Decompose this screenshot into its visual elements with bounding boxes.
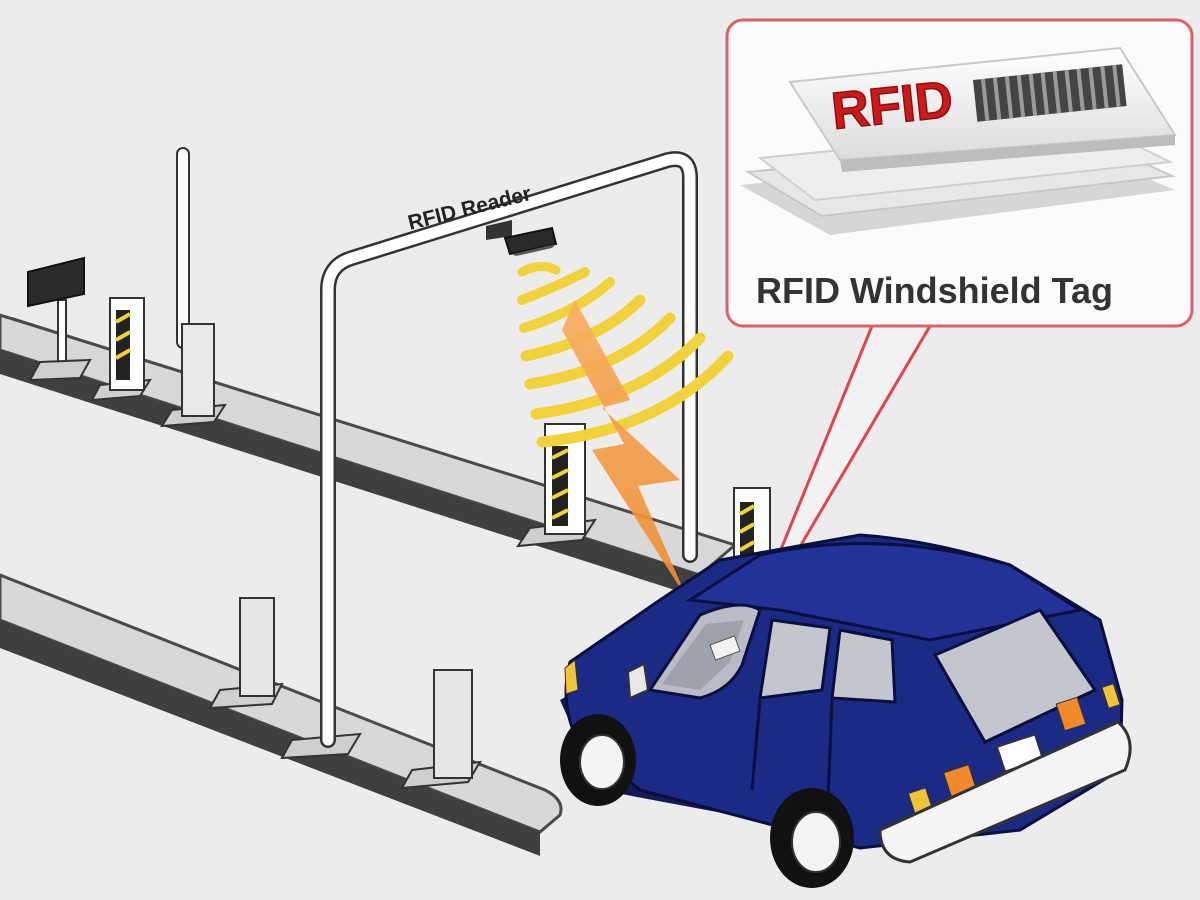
lower-post-1 [208, 597, 284, 710]
booth-post-1 [90, 297, 152, 402]
lower-post-2 [400, 669, 482, 790]
rfid-reader-icon [486, 220, 558, 256]
tag-print-text: RFID [829, 71, 956, 141]
windshield-tag-icon: RFID [740, 46, 1177, 235]
tag-title: RFID Windshield Tag [756, 270, 1113, 311]
lane-sign [27, 256, 92, 382]
booth-post-2 [160, 323, 227, 428]
tag-barcode [973, 64, 1127, 122]
lower-lane-island [0, 573, 563, 856]
tall-pole [176, 147, 190, 349]
tag-callout: RFID RFID Windshield Tag [725, 18, 1194, 328]
signal-bolt-icon [562, 300, 688, 600]
suv-car-icon [560, 533, 1132, 888]
rfid-gantry [280, 151, 698, 760]
